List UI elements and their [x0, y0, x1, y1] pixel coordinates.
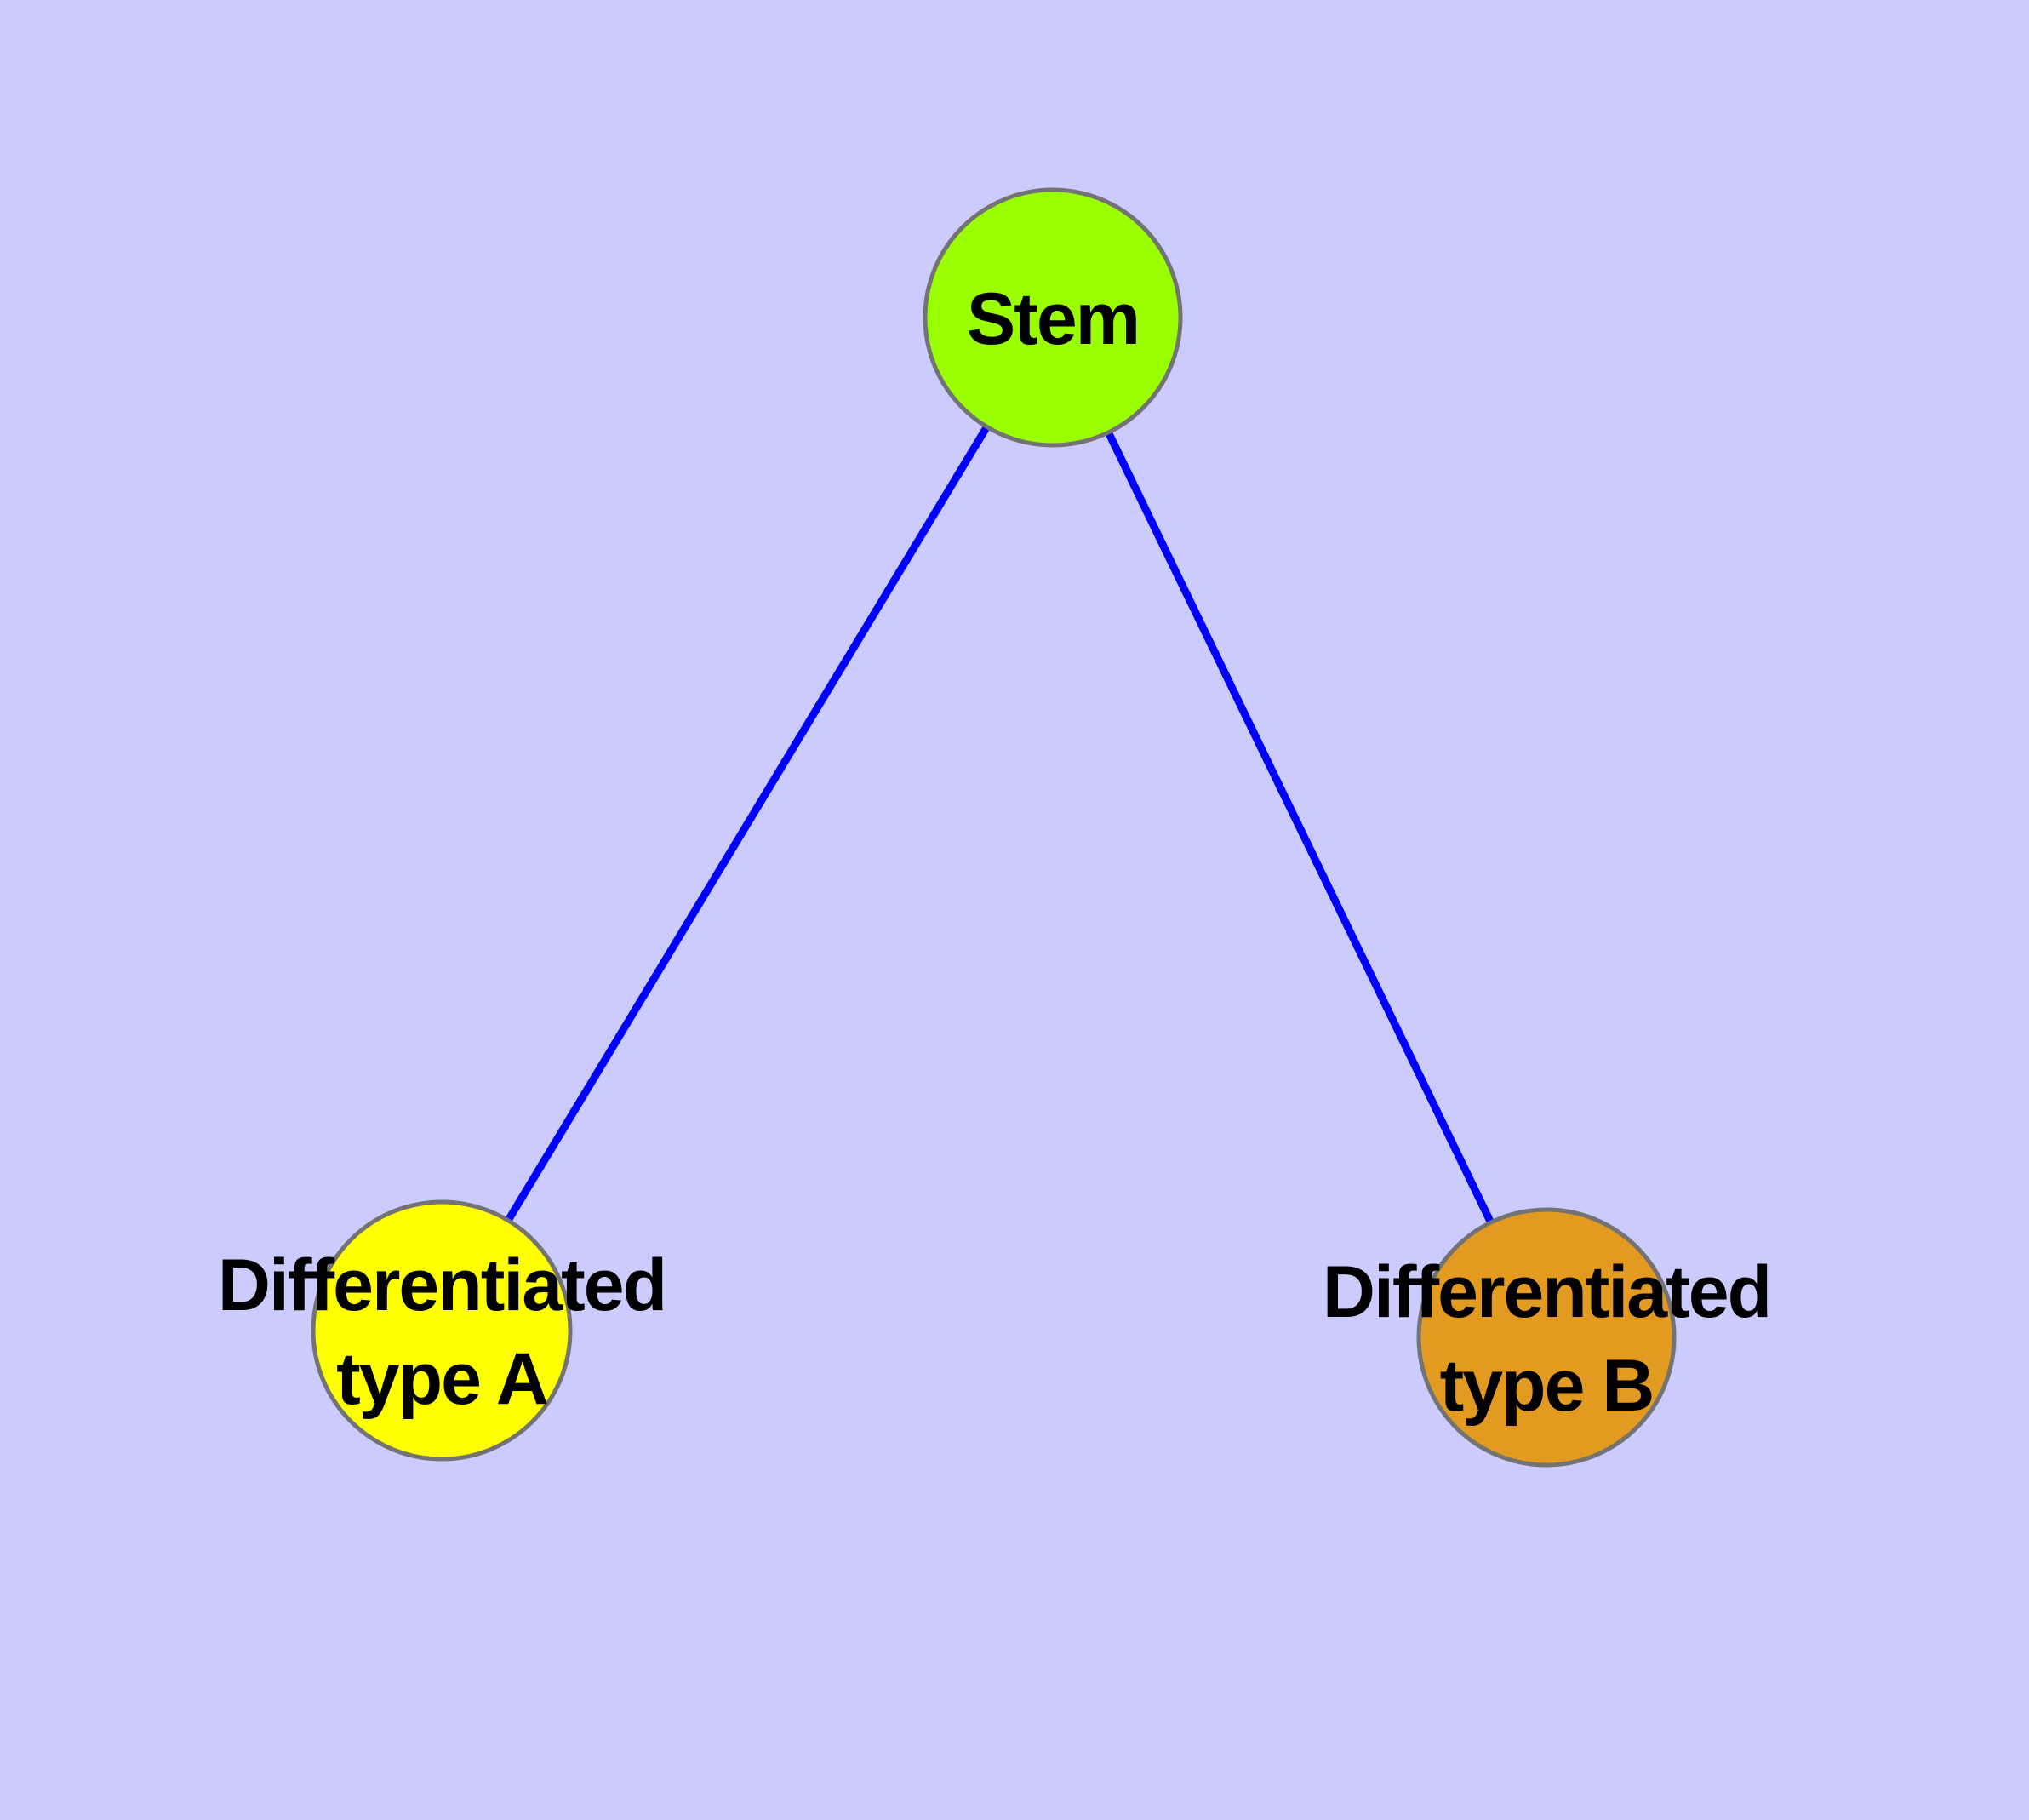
node-stem: [923, 187, 1183, 448]
node-label-line: Differentiated: [1323, 1251, 1770, 1333]
node-label-diff-b: Differentiated type B: [1323, 1251, 1770, 1427]
node-label-line: Differentiated: [218, 1245, 666, 1326]
node-label-diff-a: Differentiated type A: [218, 1245, 666, 1420]
node-diff-b: [1416, 1207, 1677, 1468]
nodes-layer: [311, 187, 1677, 1468]
node-label-line: Stem: [967, 278, 1139, 360]
node-label-stem: Stem: [967, 278, 1139, 360]
edges-layer: [438, 315, 1551, 1339]
node-diff-a: [311, 1199, 573, 1462]
node-label-line: type B: [1440, 1345, 1654, 1427]
edge-stem-to-diff-b: [1049, 316, 1551, 1339]
node-label-line: type A: [336, 1338, 547, 1420]
edge-stem-to-diff-a: [438, 315, 1056, 1333]
